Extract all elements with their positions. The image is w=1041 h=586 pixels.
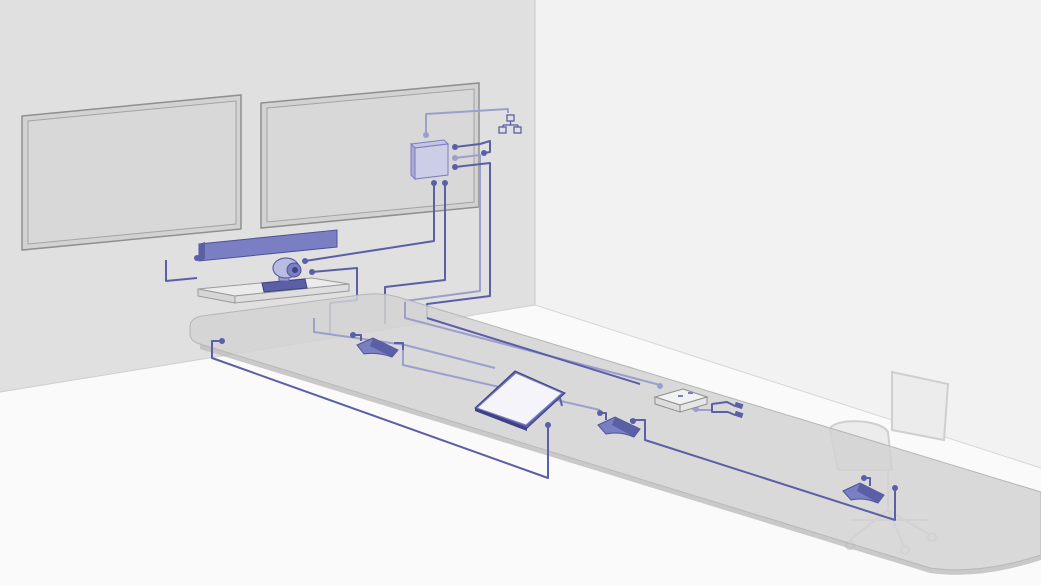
microphone-2 [597, 410, 641, 438]
side-wall [535, 0, 1041, 468]
network-icon [498, 114, 522, 134]
ptz-camera [261, 257, 308, 293]
table-connector [653, 388, 709, 413]
soundbar [198, 229, 338, 262]
cable-plug-icon [711, 401, 744, 419]
microphone-3 [842, 475, 885, 504]
table-cables [211, 302, 898, 521]
codec-box [409, 139, 450, 181]
display-left [21, 94, 242, 251]
touch-controller [474, 370, 566, 431]
microphone-1 [350, 332, 404, 358]
floor-line-right [534, 304, 1041, 469]
